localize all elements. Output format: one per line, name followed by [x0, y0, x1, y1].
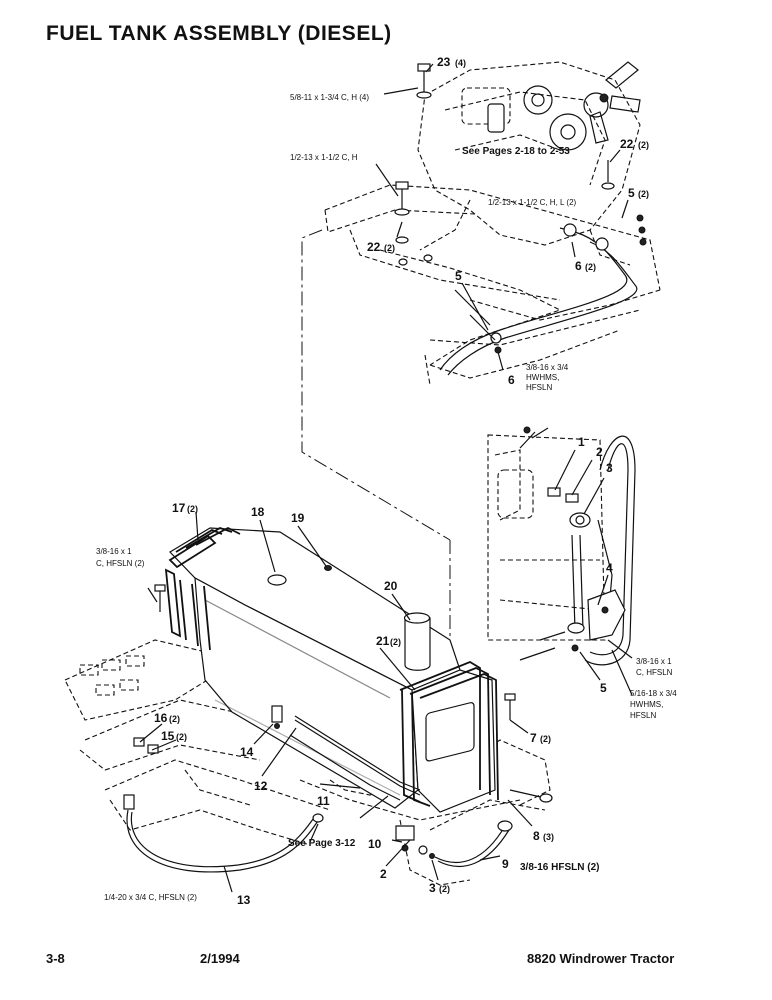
alignment-lines — [301, 229, 451, 640]
callout-number: 13 — [237, 893, 251, 907]
callout-number: 20 — [384, 579, 398, 593]
spec-text: HWHMS, — [526, 373, 559, 382]
callout-number: 23 — [437, 55, 451, 69]
callout-qty: (3) — [543, 832, 554, 842]
callout-number: 2 — [380, 867, 387, 881]
see-pages-note: See Pages 2-18 to 2-53 — [462, 146, 570, 157]
callout-number: 21 — [376, 634, 390, 648]
callout-number: 14 — [240, 745, 254, 759]
spec-text: 5/8-11 x 1-3/4 C, H (4) — [290, 93, 369, 102]
callout-qty: (2) — [390, 637, 401, 647]
callout-number: 3 — [429, 881, 436, 895]
callout-number: 12 — [254, 779, 268, 793]
spec-text: C, HFSLN — [636, 668, 673, 677]
callout-number: 9 — [502, 857, 509, 871]
callout-qty: (2) — [384, 243, 395, 253]
spec-text: HWHMS, — [630, 700, 663, 709]
engine-illustration — [417, 61, 641, 266]
callout-number: 4 — [606, 561, 613, 575]
spec-text: 3/8-16 x 1 — [636, 657, 672, 666]
revision-date: 2/1994 — [200, 951, 240, 966]
reference-notes: See Pages 2-18 to 2-53 See Page 3-12 3/8… — [288, 146, 599, 873]
lower-fuel-lines — [123, 584, 553, 873]
callout-qty: (2) — [187, 504, 198, 514]
hardware-specs: 5/8-11 x 1-3/4 C, H (4) 1/2-13 x 1-1/2 C… — [96, 93, 677, 902]
callout-number: 6 — [508, 373, 515, 387]
spec-text: 5/16-18 x 3/4 — [630, 689, 677, 698]
callout-qty: (2) — [176, 732, 187, 742]
page-title: FUEL TANK ASSEMBLY (DIESEL) — [46, 22, 392, 45]
callout-qty: (2) — [638, 140, 649, 150]
hfsln-note: 3/8-16 HFSLN (2) — [520, 862, 599, 873]
spec-text: C, HFSLN (2) — [96, 559, 145, 568]
callout-number: 17 — [172, 501, 186, 515]
callout-number: 18 — [251, 505, 265, 519]
callout-number: 22 — [620, 137, 634, 151]
callout-number: 10 — [368, 837, 382, 851]
spec-text: HFSLN — [630, 711, 656, 720]
page-number: 3-8 — [46, 951, 65, 966]
callout-number: 5 — [628, 186, 635, 200]
callout-qty: (2) — [169, 714, 180, 724]
spec-text: 1/2-13 x 1-1/2 C, H, L (2) — [488, 198, 577, 207]
callout-number: 5 — [455, 269, 462, 283]
callout-number: 6 — [575, 259, 582, 273]
model-name: 8820 Windrower Tractor — [527, 951, 675, 966]
spec-text: 1/2-13 x 1-1/2 C, H — [290, 153, 358, 162]
callout-qty: (2) — [439, 884, 450, 894]
callout-number: 3 — [606, 461, 613, 475]
callout-number: 1 — [578, 435, 585, 449]
spec-text: HFSLN — [526, 383, 552, 392]
callout-number: 8 — [533, 829, 540, 843]
spec-text: 1/4-20 x 3/4 C, HFSLN (2) — [104, 893, 197, 902]
callout-qty: (2) — [585, 262, 596, 272]
fuel-tank — [164, 526, 499, 859]
callout-qty: (2) — [638, 189, 649, 199]
fuel-filter-assembly — [487, 426, 636, 666]
callout-qty: (4) — [455, 58, 466, 68]
callout-number: 7 — [530, 731, 537, 745]
upper-frame — [324, 184, 661, 386]
callout-number: 19 — [291, 511, 305, 525]
callout-number: 22 — [367, 240, 381, 254]
callout-number: 5 — [600, 681, 607, 695]
upper-fuel-lines — [439, 223, 638, 376]
see-page-note: See Page 3-12 — [288, 838, 356, 849]
callout-number: 11 — [317, 794, 330, 808]
callouts: 23 (4) 22 (2) 5 (2) 22 (2) 6 (2) 5 6 1 2… — [154, 55, 649, 907]
callout-number: 2 — [596, 445, 603, 459]
upper-hardware — [394, 63, 647, 354]
spec-text: 3/8-16 x 1 — [96, 547, 132, 556]
callout-qty: (2) — [540, 734, 551, 744]
callout-number: 16 — [154, 711, 168, 725]
callout-number: 15 — [161, 729, 175, 743]
leader-lines — [139, 63, 633, 893]
spec-text: 3/8-16 x 3/4 — [526, 363, 569, 372]
